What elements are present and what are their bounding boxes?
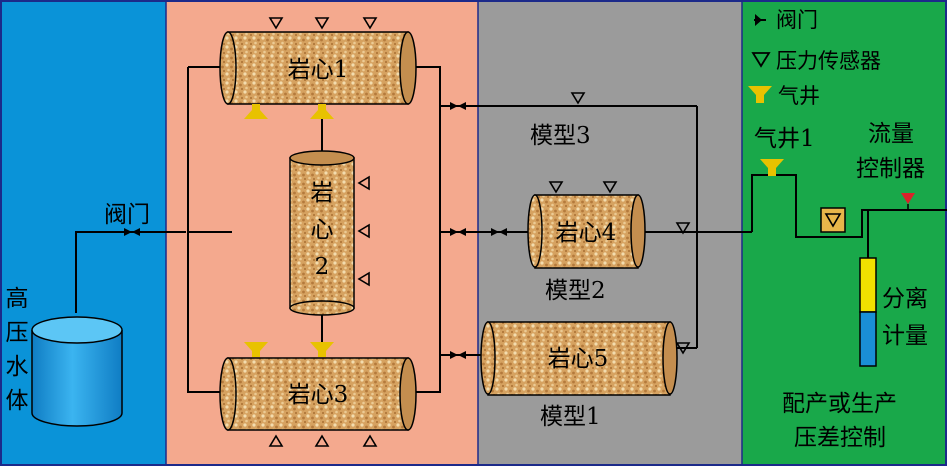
pressure-sensor-icon [675, 342, 691, 355]
gas-well-1-icon [760, 159, 784, 176]
gas-well-icon [310, 104, 334, 119]
pressure-sensor-icon [268, 434, 284, 447]
pressure-sensor-icon [751, 52, 771, 68]
core-3 [219, 357, 417, 431]
flow-controller-marker-icon [901, 193, 915, 210]
legend: 阀门 压力传感器 气井 [748, 8, 881, 108]
pressure-sensors [268, 17, 691, 447]
core-2-label: 岩心 2 [311, 180, 334, 280]
separator-label-line1: 分离 [882, 286, 928, 312]
high-pressure-water-tank [31, 316, 123, 427]
water-tank-char: 体 [6, 388, 29, 414]
water-tank-char: 压 [6, 320, 29, 346]
control-mode-label-line2: 压差控制 [794, 425, 886, 451]
water-tank-char: 水 [6, 354, 29, 380]
model-valves [450, 102, 507, 359]
pressure-sensor-icon [268, 17, 284, 30]
model-1-label: 模型1 [540, 404, 601, 430]
control-zone [742, 0, 947, 466]
legend-pressure-sensor-label: 压力传感器 [776, 49, 881, 73]
gas-well-icon [244, 342, 268, 357]
core-gas-wells [244, 104, 334, 357]
pressure-sensor-icon [357, 271, 370, 287]
core-4 [527, 194, 646, 269]
core-2 [289, 150, 355, 316]
core-1-label: 岩心1 [288, 57, 349, 83]
outlet-pressure-sensor-icon [820, 207, 846, 233]
core-5-label: 岩心5 [548, 346, 609, 372]
pressure-sensor-icon [357, 223, 370, 239]
flow-controller-label-line1: 流量 [868, 121, 914, 147]
water-tank-char: 高 [6, 286, 29, 312]
pressure-sensor-icon [357, 175, 370, 191]
pressure-sensor-icon [602, 181, 618, 194]
flow-controller-label-line2: 控制器 [856, 156, 925, 182]
core-1 [219, 31, 417, 105]
gas-well-icon [748, 86, 772, 103]
pressure-sensor-icon [362, 434, 378, 447]
legend-valve-label: 阀门 [776, 8, 818, 32]
core-3-label: 岩心3 [288, 382, 349, 408]
valve-icon [491, 228, 507, 236]
pressure-sensor-icon [362, 17, 378, 30]
inlet-valve-icon [124, 228, 140, 236]
valve-icon [450, 102, 466, 110]
gas-well-icon [244, 104, 268, 119]
valve-icon [754, 14, 766, 26]
gas-well-icon [310, 342, 334, 357]
control-mode-label-line1: 配产或生产 [782, 391, 897, 417]
core-4-label: 岩心4 [556, 220, 617, 246]
core-2-char: 心 [311, 217, 334, 243]
legend-gas-well-label: 气井 [778, 84, 820, 108]
valve-icon [450, 351, 466, 359]
pressure-sensor-icon [314, 17, 330, 30]
separator-meter [859, 257, 877, 367]
model-2-label: 模型2 [545, 278, 606, 304]
core-2-char: 岩 [311, 180, 334, 206]
separator-label-line2: 计量 [882, 323, 928, 349]
model-3-label: 模型3 [530, 123, 591, 149]
pressure-sensor-icon [314, 434, 330, 447]
core-2-char: 2 [315, 254, 330, 280]
valve-icon [450, 228, 466, 236]
pressure-sensor-icon [675, 222, 691, 235]
gas-well-1-label: 气井1 [754, 126, 815, 152]
pressure-sensor-icon [548, 181, 564, 194]
core-5 [480, 321, 678, 396]
inlet-valve-label: 阀门 [104, 202, 150, 228]
pressure-sensor-icon [570, 92, 586, 105]
